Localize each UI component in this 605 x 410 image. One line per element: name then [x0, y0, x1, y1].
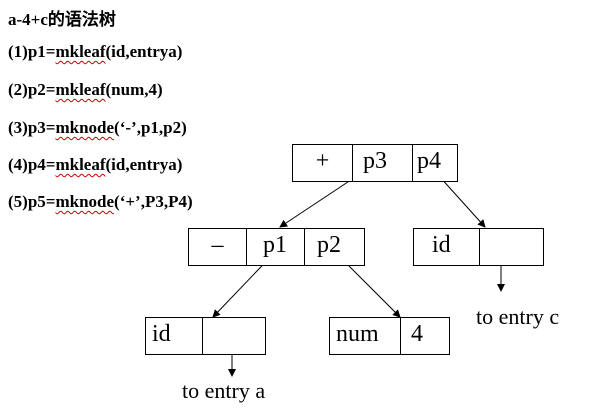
node-minus-left: p1 [247, 229, 305, 265]
node-plus-right: p4 [417, 147, 441, 174]
node-plus-op: + [293, 145, 353, 181]
step-4: (4)p4=mkleaf(id,entrya) [8, 155, 183, 174]
step-5: (5)p5=mknode(‘+’,P3,P4) [8, 192, 193, 211]
node-id-c-label: id [414, 229, 480, 265]
caption-entry-a: to entry a [182, 378, 266, 403]
node-id-a: id [145, 317, 266, 355]
step-3: (3)p3=mknode(‘-’,p1,p2) [8, 118, 187, 137]
node-num-value: 4 [411, 320, 423, 347]
node-plus-left: p3 [353, 145, 413, 181]
node-id-a-label: id [146, 318, 203, 354]
node-num-label: num [330, 318, 401, 354]
node-minus-op: – [189, 229, 247, 265]
step-2: (2)p2=mkleaf(num,4) [8, 80, 163, 99]
node-id-c: id [413, 228, 544, 266]
node-minus-right: p2 [317, 231, 341, 258]
caption-entry-c: to entry c [476, 304, 560, 329]
node-plus: + p3 p4 [292, 144, 458, 182]
diagram-title: a-4+c的语法树 [8, 10, 116, 29]
node-id-a-ptr [203, 318, 265, 354]
node-minus: – p1 p2 [188, 228, 365, 266]
node-id-c-ptr [480, 229, 543, 265]
step-1: (1)p1=mkleaf(id,entrya) [8, 42, 183, 61]
node-num: num 4 [329, 317, 450, 355]
